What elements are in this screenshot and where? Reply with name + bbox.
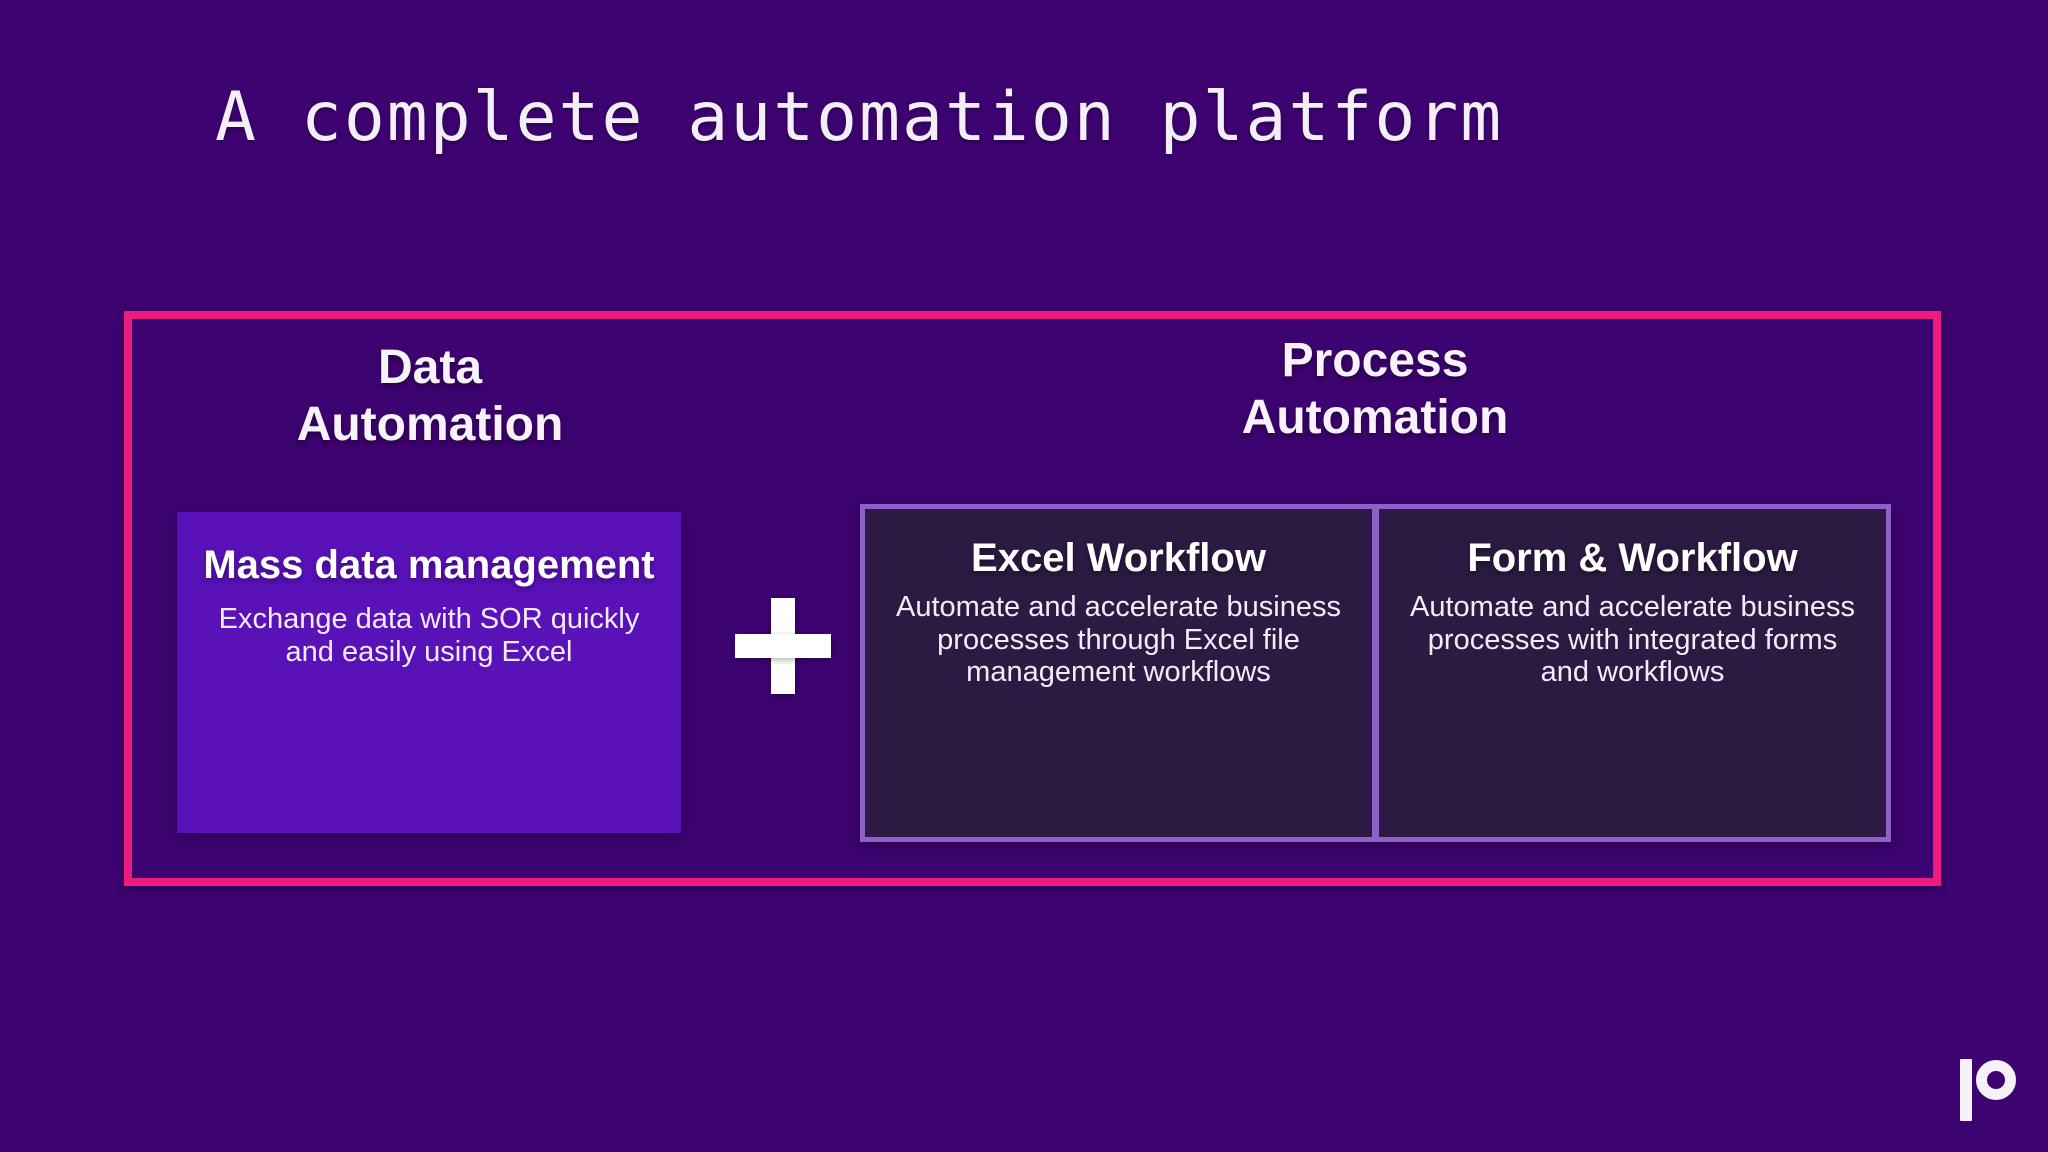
card-description: Automate and accelerate business process… xyxy=(896,591,1341,688)
page-title: A complete automation platform xyxy=(215,78,1504,157)
process-automation-heading: Process Automation xyxy=(1241,334,1509,444)
card-title: Mass data management xyxy=(203,543,655,587)
p-logo-icon xyxy=(1958,1058,2020,1122)
card-excel-workflow[interactable]: Excel Workflow Automate and accelerate b… xyxy=(865,509,1372,837)
p-logo-stem xyxy=(1960,1059,1972,1121)
card-title: Excel Workflow xyxy=(971,536,1266,580)
process-automation-group: Excel Workflow Automate and accelerate b… xyxy=(860,504,1891,842)
data-automation-heading: Data Automation xyxy=(296,341,564,451)
card-description: Exchange data with SOR quickly and easil… xyxy=(218,603,640,668)
card-description: Automate and accelerate business process… xyxy=(1410,591,1855,688)
card-title: Form & Workflow xyxy=(1467,536,1798,580)
plus-icon xyxy=(735,598,831,694)
p-logo-ring xyxy=(1976,1060,2016,1100)
card-form-and-workflow[interactable]: Form & Workflow Automate and accelerate … xyxy=(1372,509,1886,837)
card-mass-data-management[interactable]: Mass data management Exchange data with … xyxy=(177,512,681,833)
platform-frame xyxy=(124,311,1941,886)
